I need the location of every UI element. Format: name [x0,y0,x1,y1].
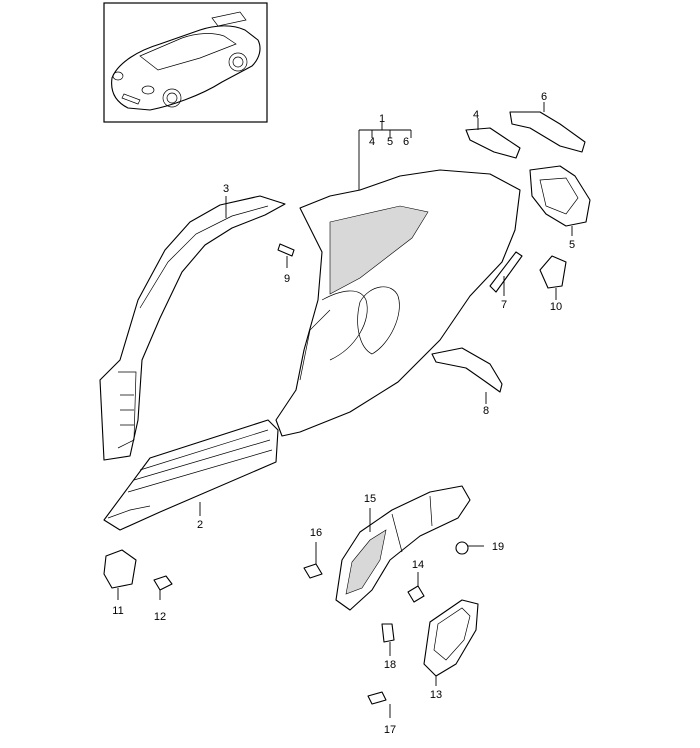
callout-7: 7 [501,299,507,311]
callout-2: 2 [197,519,203,531]
part-7 [489,251,523,293]
callout-17: 17 [384,724,396,736]
part-18-screw [381,623,395,643]
callout-16: 16 [310,527,322,539]
part-6 [509,111,586,153]
part-10 [539,255,567,289]
part-13-cover [423,599,479,677]
part-19-nut [455,541,469,555]
part-12 [153,575,173,591]
callout-1-sub-5: 5 [387,136,393,148]
part-5 [529,165,591,227]
car-icon [111,11,261,111]
part-16 [303,563,323,579]
part-9 [277,243,295,257]
callout-4: 4 [473,109,479,121]
callout-6: 6 [541,91,547,103]
part-8 [431,347,503,393]
part-17-screw [367,691,387,705]
leader-lines [117,102,573,718]
callout-1-sub-4: 4 [369,136,375,148]
callout-3: 3 [223,183,229,195]
callout-1-sub-6: 6 [403,136,409,148]
callout-15: 15 [364,493,376,505]
callout-1: 1 [379,113,385,125]
callout-14: 14 [412,559,424,571]
part-4 [465,127,521,159]
callout-11: 11 [112,605,123,617]
callout-labels: 1 4 5 6 2 3 4 5 6 7 8 9 10 11 12 13 14 1… [112,91,575,736]
callout-10: 10 [550,301,562,313]
part-side-panel [275,169,521,437]
vehicle-thumbnail [103,2,268,123]
callout-12: 12 [154,611,166,623]
part-11 [103,549,137,589]
callout-13: 13 [430,689,442,701]
callout-18: 18 [384,659,396,671]
callout-9: 9 [284,273,290,285]
callout-8: 8 [483,405,489,417]
part-a-pillar [99,195,286,461]
callout-19: 19 [492,541,504,553]
part-14 [407,585,425,603]
callout-5: 5 [569,239,575,251]
part-15-wheel-housing [335,485,471,611]
part-sill-panel [103,419,279,531]
